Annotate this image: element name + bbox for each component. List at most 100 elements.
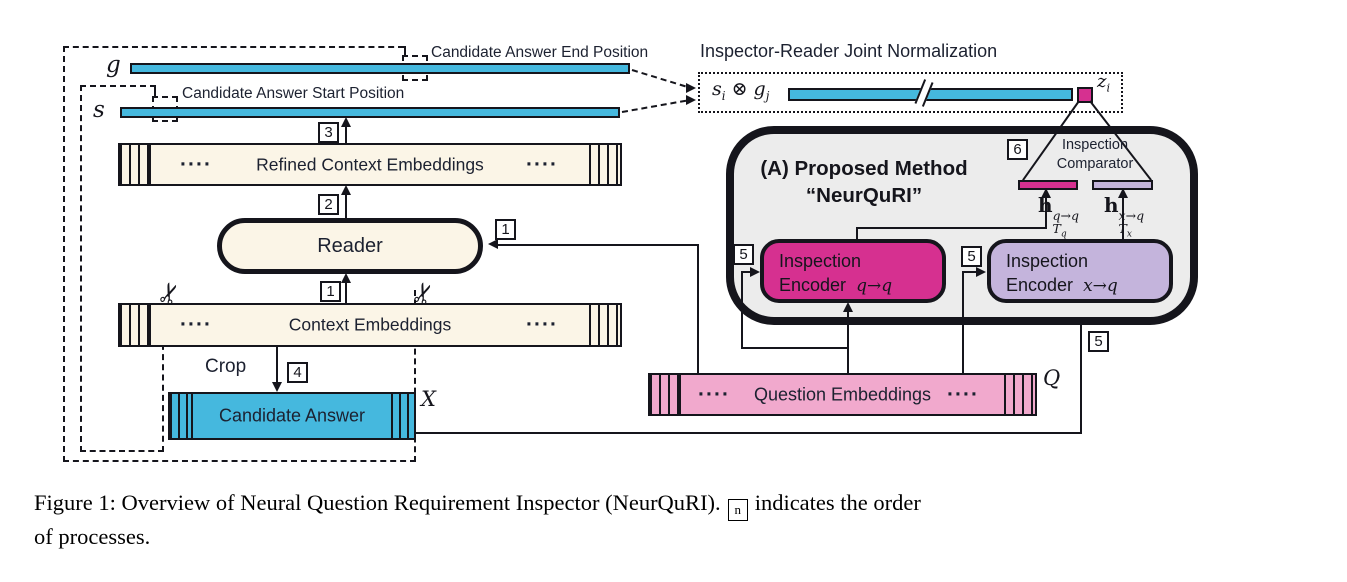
normalization-box — [698, 72, 1123, 113]
dashed-arrow-g — [631, 69, 686, 88]
step-box-6: 6 — [1007, 139, 1028, 160]
proposed-method-line1: (A) Proposed Method — [760, 157, 968, 180]
context-stripes-left — [120, 305, 151, 345]
step-2-number: 2 — [324, 196, 333, 213]
question-embeddings-box: ···· Question Embeddings ···· — [648, 373, 1037, 416]
normalization-title: Inspector-Reader Joint Normalization — [700, 41, 998, 61]
zi-label: zi — [1097, 71, 1110, 95]
outer-dashed-step — [404, 46, 406, 56]
encoder-qq-line1: Inspection — [779, 251, 862, 271]
otimes-symbol: ⊗ — [731, 78, 748, 100]
line-qq-top-h — [856, 227, 1047, 229]
line-q-to-qq-bottom — [847, 308, 849, 374]
step-5l-number: 5 — [739, 246, 748, 263]
line-step1 — [345, 278, 347, 303]
caption-line1: Figure 1: Overview of Neural Question Re… — [34, 487, 1294, 522]
line-step2 — [345, 190, 347, 219]
candidate-answer-box: Candidate Answer — [168, 392, 416, 440]
h-xq-base: h — [1104, 193, 1119, 217]
encoder-xq-word: Encoder — [1006, 274, 1074, 295]
arrowhead-step3 — [341, 117, 351, 127]
inner-dashed-right — [162, 303, 164, 452]
line-qq-branch-v — [741, 271, 743, 349]
x-tensor-label: X — [421, 387, 436, 411]
arrowhead-step1 — [341, 273, 351, 283]
candidate-stripes-right — [391, 394, 414, 438]
dashed-arrow-s — [621, 99, 687, 113]
step-box-5-right: 5 — [1088, 331, 1109, 352]
question-stripes-right — [1004, 375, 1035, 414]
inner-dashed-top — [80, 85, 156, 87]
start-position-caption: Candidate Answer Start Position — [182, 85, 405, 102]
line-crop — [276, 347, 278, 385]
context-stripes-right — [589, 305, 620, 345]
caption-n-box: n — [727, 499, 748, 522]
g-bar-label: g — [106, 52, 121, 78]
line-qq-branch-h — [741, 347, 848, 349]
comparator-line2: Comparator — [1056, 155, 1134, 172]
inspection-encoder-qq-box: Inspection Encoder q→q — [760, 239, 946, 303]
comparator-line1: Inspection — [1061, 137, 1129, 153]
h-qq-sub: Tq — [1052, 220, 1079, 240]
step-box-3: 3 — [318, 122, 339, 143]
reader-label: Reader — [317, 234, 383, 257]
step-box-5-left: 5 — [733, 244, 754, 265]
arrowhead-xq-left — [976, 267, 986, 277]
encoder-qq-math: q→q — [856, 275, 893, 296]
step-6-number: 6 — [1013, 141, 1022, 158]
inner-dashed-bottom — [80, 450, 164, 452]
refined-stripes-right — [589, 145, 620, 184]
question-label: Question Embeddings — [753, 384, 932, 404]
refined-dots-left: ···· — [180, 152, 212, 176]
step-box-1-bottom: 1 — [320, 281, 341, 302]
step-1r-number: 1 — [501, 221, 510, 238]
inspection-comparator-label: Inspection Comparator — [1033, 136, 1157, 174]
step-box-4: 4 — [287, 362, 308, 383]
context-dots-left: ···· — [180, 313, 212, 336]
arrowhead-xq-bar — [1118, 188, 1128, 198]
z-subscript: i — [1106, 81, 1111, 95]
line-question-to-reader-v — [697, 244, 699, 373]
proposed-method-title: (A) Proposed Method “NeurQuRI” — [738, 156, 990, 209]
step-5m-number: 5 — [967, 248, 976, 265]
outer-dashed-left — [63, 46, 65, 462]
h-xq-sub-x: x — [1126, 229, 1132, 239]
context-label: Context Embeddings — [288, 314, 452, 335]
candidate-stripes-left — [170, 394, 193, 438]
s-subscript: i — [721, 88, 726, 103]
step-5r-number: 5 — [1094, 333, 1103, 350]
refined-label: Refined Context Embeddings — [256, 154, 484, 174]
h-qq-sub-T: T — [1052, 220, 1061, 236]
arrowhead-qq-bar — [1041, 188, 1051, 198]
line-step3 — [345, 122, 347, 144]
caption-n-symbol: n — [734, 502, 741, 517]
step-4-number: 4 — [293, 364, 302, 381]
line-qq-left-entry — [741, 271, 752, 273]
h-qq-sup: q→q — [1052, 208, 1080, 223]
dashed-arrow-s-head — [686, 95, 696, 105]
dashed-arrow-g-head — [686, 83, 696, 93]
step-box-2: 2 — [318, 194, 339, 215]
outer-dashed-top — [63, 46, 404, 48]
outer-dashed-bottom — [63, 460, 416, 462]
context-embeddings-box: ···· Context Embeddings ···· — [118, 303, 622, 347]
line-xq-left-v — [962, 271, 964, 373]
refined-context-embeddings-box: ···· Refined Context Embeddings ···· — [118, 143, 622, 186]
caption-line2: of processes. — [34, 524, 151, 550]
g-subscript: j — [765, 88, 770, 103]
line-xq-left-h — [962, 271, 978, 273]
encoder-qq-word: Encoder — [779, 274, 847, 295]
refined-stripes-left — [120, 145, 151, 184]
arrowhead-crop — [272, 382, 282, 392]
h-xq-label: hx→qTx — [1104, 193, 1144, 239]
s-symbol: s — [712, 78, 722, 100]
inner-dashed-step — [154, 85, 156, 96]
line-xq-to-bar — [1122, 194, 1124, 240]
candidate-label: Candidate Answer — [218, 405, 366, 426]
si-gj-label: si ⊗ gj — [712, 78, 769, 103]
arrowhead-qq-bottom — [843, 302, 853, 312]
q-tensor-label: Q — [1043, 366, 1061, 390]
step-box-5-mid: 5 — [961, 246, 982, 267]
step-3-number: 3 — [324, 124, 333, 141]
